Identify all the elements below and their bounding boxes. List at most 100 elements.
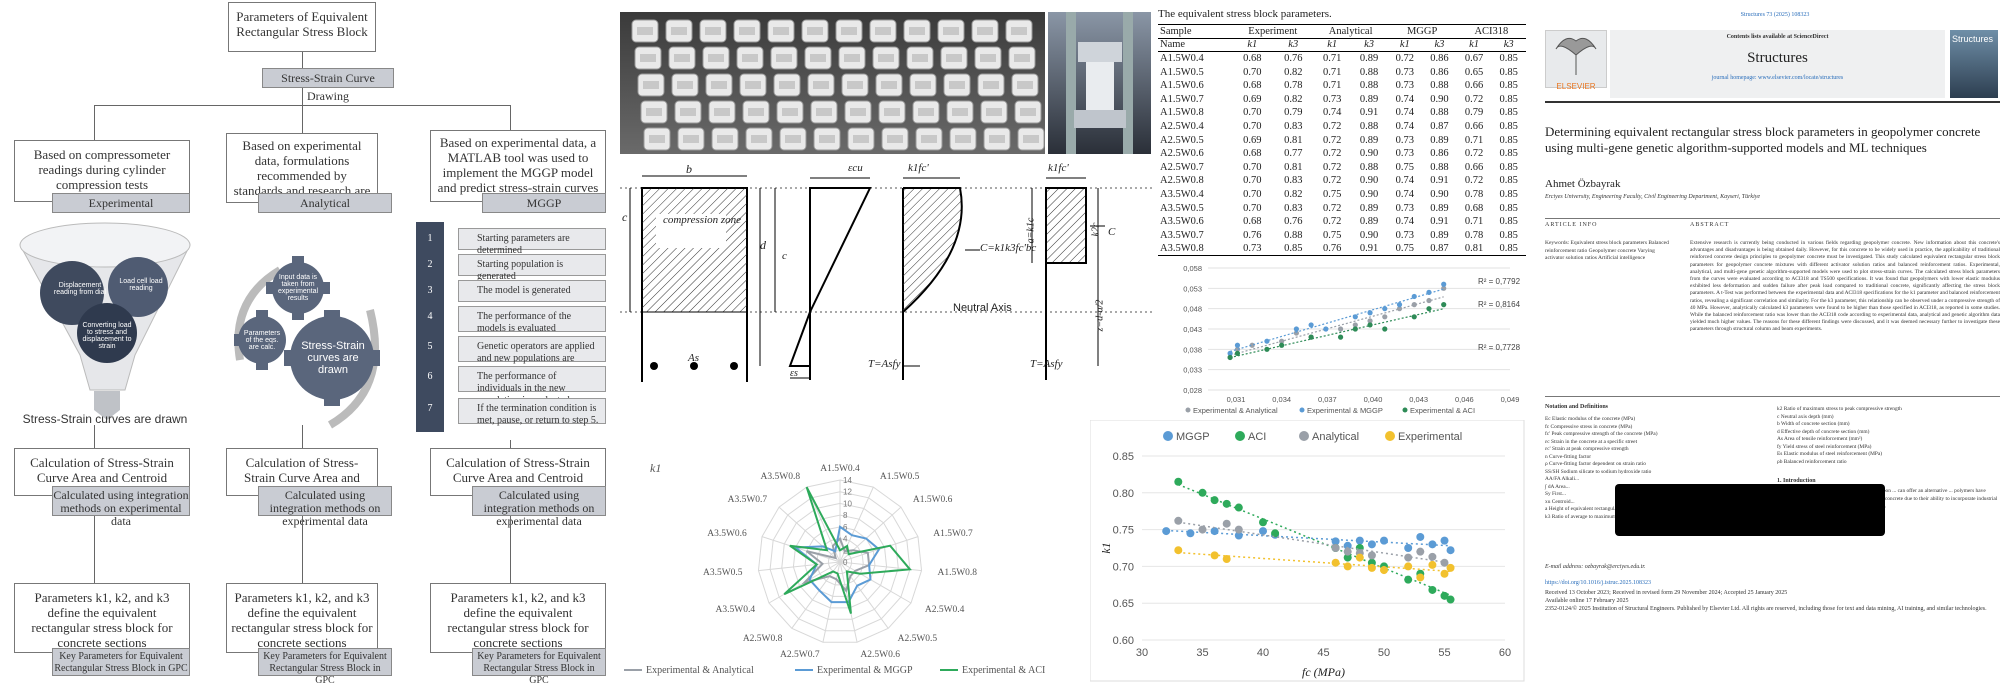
param-bar-2: Key Parameters for Equivalent Rectangula…	[258, 648, 392, 686]
table-cell: 0.85	[1499, 93, 1518, 105]
trendline	[1229, 288, 1444, 353]
table-cell: 0.74	[1395, 93, 1415, 105]
table-cell: 0.90	[1430, 93, 1449, 105]
specimen-label	[683, 135, 699, 143]
scatter-point	[1416, 532, 1425, 541]
table-cell: 0.73	[1395, 148, 1415, 160]
table-cell: 0.87	[1430, 243, 1449, 255]
x-tick-label: 45	[1317, 647, 1329, 659]
legend-label: Analytical	[1312, 431, 1359, 443]
table-cell: 0.83	[1284, 202, 1303, 214]
label-compression-zone: compression zone	[662, 214, 742, 226]
table-cell: A2.5W0.5	[1160, 134, 1204, 146]
table-cell: 0.75	[1395, 243, 1415, 255]
table-cell: 0.77	[1284, 148, 1303, 160]
legend-label: Experimental & ACI	[962, 665, 1045, 676]
doi-link[interactable]: https://doi.org/10.1016/j.istruc.2025.10…	[1545, 580, 1652, 586]
label-t-equation-2: T=Asfy	[1030, 358, 1063, 370]
stress-block-table: The equivalent stress block parameters. …	[1158, 8, 1526, 256]
radar-tick-label: 14	[843, 476, 852, 485]
table-cell: A2.5W0.6	[1160, 148, 1204, 160]
table-cell: 0.75	[1323, 188, 1342, 200]
mggp-step-number: 7	[416, 398, 444, 428]
table-cell: 0.68	[1243, 148, 1262, 160]
table-cell: 0.89	[1359, 93, 1379, 105]
scatter-point	[1380, 566, 1388, 575]
table-cell: 0.89	[1430, 229, 1449, 241]
table-cell: 0.89	[1359, 202, 1379, 214]
table-cell: 0.85	[1499, 216, 1518, 228]
analytical-bar: Analytical	[258, 193, 392, 213]
radar-chart: A1.5W0.4A1.5W0.5A1.5W0.6A1.5W0.7A1.5W0.8…	[624, 461, 1045, 676]
scatter-point	[1367, 322, 1373, 328]
table-cell: 0.65	[1464, 66, 1484, 78]
scatter-point	[1331, 558, 1340, 567]
table-cell: 0.85	[1499, 66, 1518, 78]
intro-heading: 1. Introduction	[1777, 478, 1816, 484]
specimen-label	[751, 135, 767, 143]
table-cell: 0.89	[1359, 53, 1379, 65]
table-cell: 0.91	[1430, 216, 1449, 228]
x-tick-label: 0,040	[1364, 395, 1383, 404]
scatter-point	[1396, 302, 1403, 308]
radar-axis-label: A1.5W0.5	[880, 472, 920, 482]
table-cell: 0.74	[1323, 107, 1342, 119]
radar-axis	[839, 486, 874, 563]
legend-label: ACI	[1248, 431, 1266, 443]
notation-heading: Notation and Definitions	[1545, 404, 1609, 410]
legend-label: Experimental & MGGP	[1307, 406, 1383, 415]
specimen-label	[921, 135, 937, 143]
y-axis-label: k1	[1099, 542, 1113, 553]
label-c-equation: C=k1k3fc'bc	[980, 242, 1037, 254]
scatter-point	[1440, 591, 1449, 600]
table-cell: 0.69	[1243, 93, 1262, 105]
specimen-label	[776, 54, 792, 62]
y-tick-label: 0.75	[1113, 525, 1134, 537]
table-cell: 0.66	[1464, 80, 1484, 92]
table-cell: 0.88	[1359, 120, 1379, 132]
radar-axis-label: A3.5W0.8	[761, 472, 801, 482]
r2-label: R² = 0,7792	[1478, 277, 1521, 286]
mggp-step-number: 2	[416, 254, 444, 280]
scatter-point	[1446, 563, 1455, 572]
specimen-label	[816, 108, 832, 116]
specimens-photo	[620, 12, 1045, 154]
mggp-step: If the termination condition is met, pau…	[458, 398, 606, 426]
funnel-circle-2: Load cell load reading	[119, 278, 163, 292]
notation-item: εc Strain in the concrete at a specific …	[1545, 438, 1638, 445]
table-cell: 0.73	[1395, 202, 1415, 214]
table-cell: 0.66	[1464, 120, 1484, 132]
table-cell: 0.74	[1395, 188, 1415, 200]
mggp-description: Based on experimental data, a MATLAB too…	[430, 130, 606, 202]
specimen-label	[980, 54, 996, 62]
notation-item: n Curve-fitting factor	[1545, 453, 1592, 460]
radar-axis-label: A1.5W0.8	[937, 568, 977, 578]
label-as: As	[688, 352, 699, 364]
radar-axis	[778, 506, 841, 563]
scatter-point	[1174, 516, 1183, 525]
trendline	[1229, 296, 1444, 356]
label-k1fc: k1fc'	[908, 162, 929, 174]
scatter-point	[1446, 595, 1455, 604]
param-box-3: Parameters k1, k2, and k3 define the equ…	[430, 583, 606, 653]
table-cell: 0.78	[1284, 80, 1303, 92]
table-cell: 0.71	[1464, 134, 1484, 146]
specimen-label	[847, 81, 863, 89]
table-caption: The equivalent stress block parameters.	[1158, 8, 1332, 20]
th-sub: k3	[1434, 39, 1445, 51]
th-sub: Name	[1160, 39, 1186, 51]
table-cell: 0.86	[1430, 53, 1449, 65]
online-date: Available online 17 February 2025	[1545, 598, 1629, 604]
scatter-point	[1352, 322, 1358, 328]
specimen-label	[819, 135, 835, 143]
table-cell: 0.85	[1499, 80, 1518, 92]
table-cell: 0.76	[1243, 229, 1262, 241]
radar-axis-label: A1.5W0.6	[913, 495, 953, 505]
table-cell: 0.90	[1430, 188, 1449, 200]
table-cell: 0.88	[1430, 161, 1449, 173]
table-cell: 0.72	[1464, 175, 1484, 187]
